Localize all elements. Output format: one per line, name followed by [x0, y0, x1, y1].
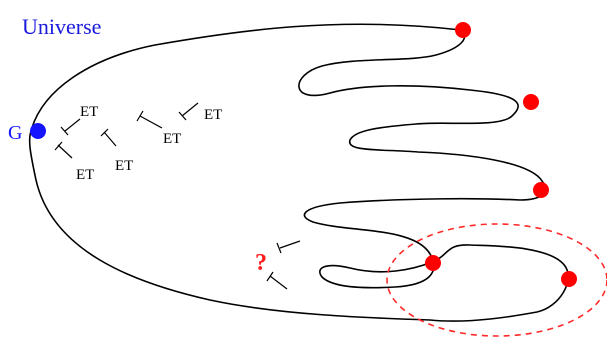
- et-branch-bar: [54, 141, 63, 151]
- question-branch-bar: [266, 271, 274, 282]
- et-label: ET: [115, 158, 133, 174]
- et-branch-bar: [136, 110, 144, 122]
- red-point: [425, 255, 441, 271]
- question-branch-line: [279, 240, 301, 249]
- et-branches: [54, 102, 301, 290]
- et-branch-line: [103, 131, 117, 147]
- et-branch-bar: [178, 111, 187, 121]
- universe-outline: [28, 23, 569, 322]
- question-branch-bar: [276, 242, 282, 254]
- et-branch-line: [139, 115, 163, 129]
- start-label: G: [8, 122, 22, 144]
- question-label: ?: [255, 250, 267, 276]
- et-label: ET: [76, 167, 94, 183]
- red-point: [533, 182, 549, 198]
- question-branch-line: [269, 275, 288, 290]
- red-point: [523, 94, 539, 110]
- et-branch-line: [57, 144, 73, 159]
- et-branch-bar: [100, 128, 109, 137]
- et-label: ET: [163, 131, 181, 147]
- highlight-ellipse: [386, 223, 607, 337]
- et-label: ET: [80, 104, 98, 120]
- start-point: [30, 123, 46, 139]
- et-branch-line: [64, 118, 81, 132]
- universe-title: Universe: [22, 14, 101, 39]
- et-branch-bar: [60, 126, 69, 136]
- red-point: [455, 22, 471, 38]
- et-label: ET: [204, 107, 222, 123]
- red-point: [561, 271, 577, 287]
- et-branch-line: [181, 102, 199, 117]
